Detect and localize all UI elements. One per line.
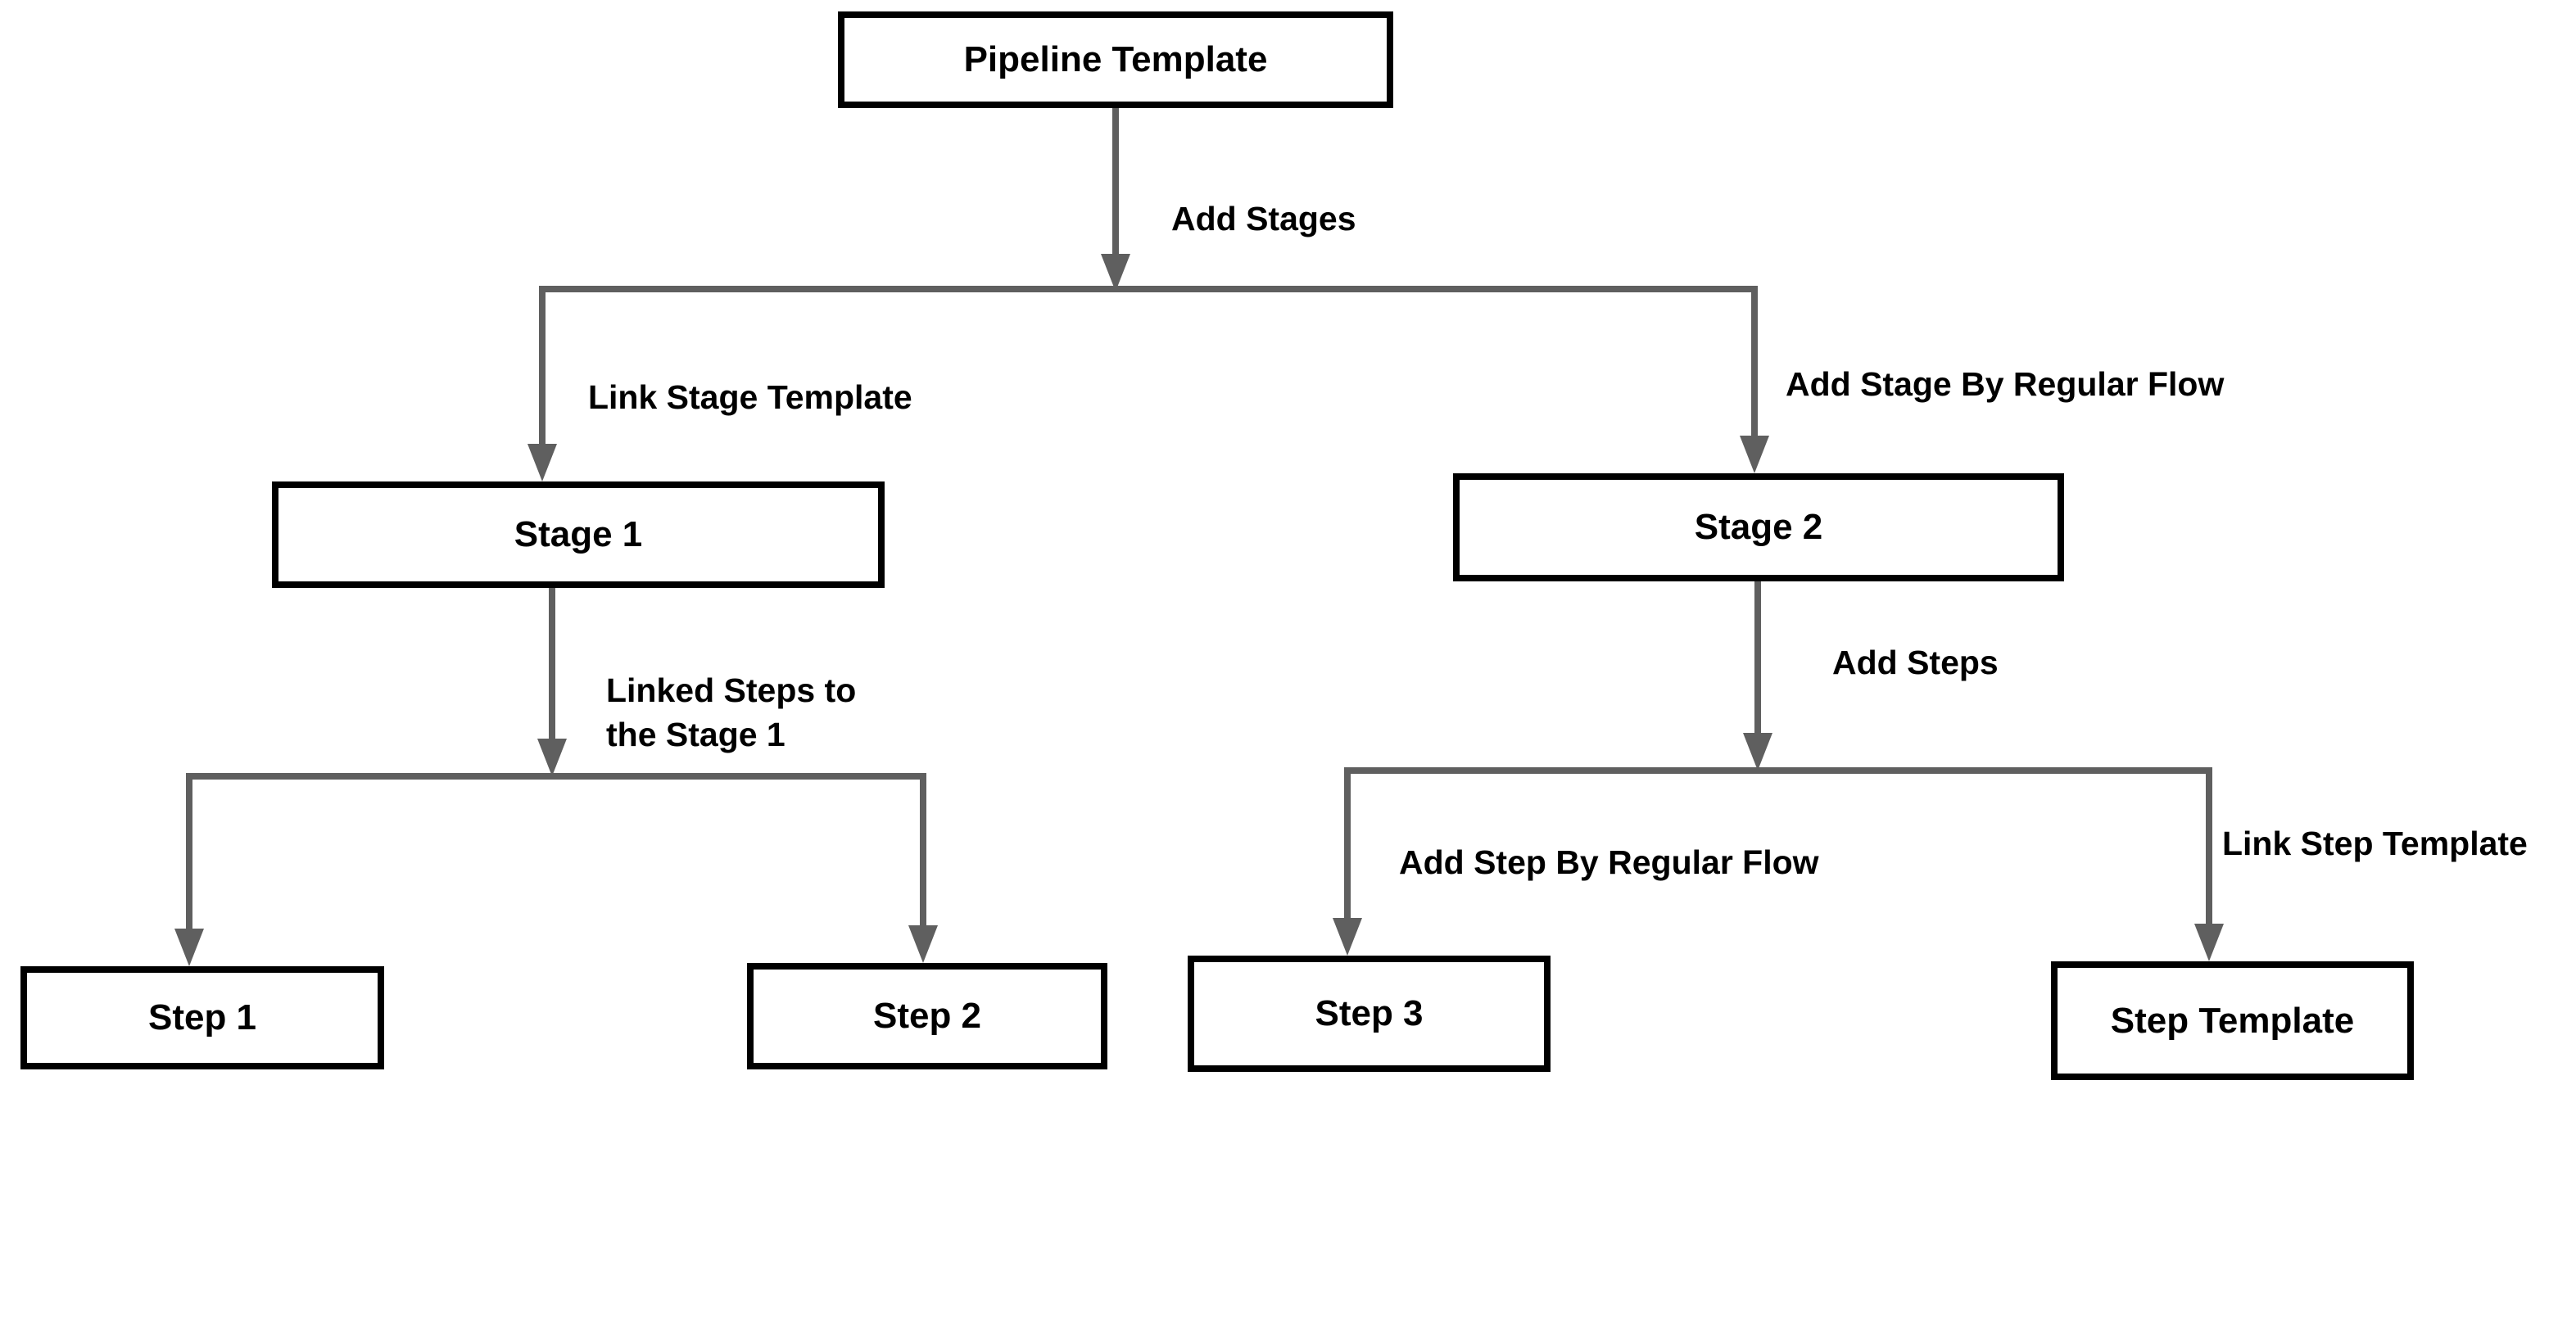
node-label: Stage 1 [514, 514, 643, 554]
node-label: Pipeline Template [963, 39, 1268, 79]
edge-label-line: the Stage 1 [606, 716, 785, 753]
node-step-template: Step Template [2051, 961, 2414, 1080]
edge-stages-rail [527, 286, 1769, 481]
edge-stage1-steps-rail [174, 773, 938, 966]
edge-label-linked-steps-to-stage-1: Linked Steps to the Stage 1 [606, 668, 856, 757]
edge-label-link-stage-template: Link Stage Template [588, 378, 912, 416]
node-pipeline-template: Pipeline Template [838, 11, 1393, 108]
node-label: Step 1 [147, 997, 257, 1037]
edge-stage2-steps-rail [1333, 767, 2224, 961]
edge-label-add-stage-by-regular-flow: Add Stage By Regular Flow [1786, 365, 2225, 403]
edge-stage2-to-steps [1743, 581, 1772, 771]
edge-label-add-stages: Add Stages [1171, 200, 1356, 237]
edge-label-line: Linked Steps to [606, 671, 857, 709]
edge-stage1-to-steps [537, 588, 567, 776]
edge-pipeline-to-stages [1101, 108, 1130, 292]
node-label: Step 2 [872, 996, 982, 1036]
node-label: Step 3 [1315, 993, 1424, 1033]
node-label: Step Template [2110, 1000, 2355, 1041]
node-label: Stage 2 [1694, 507, 1823, 547]
node-step-2: Step 2 [747, 963, 1107, 1069]
edge-label-link-step-template: Link Step Template [2222, 825, 2528, 862]
edge-label-add-step-by-regular-flow: Add Step By Regular Flow [1399, 843, 1819, 881]
edge-label-add-steps: Add Steps [1832, 644, 1999, 681]
node-stage-2: Stage 2 [1453, 473, 2064, 581]
node-step-1: Step 1 [20, 966, 384, 1069]
node-step-3: Step 3 [1188, 956, 1551, 1072]
node-stage-1: Stage 1 [272, 481, 885, 588]
